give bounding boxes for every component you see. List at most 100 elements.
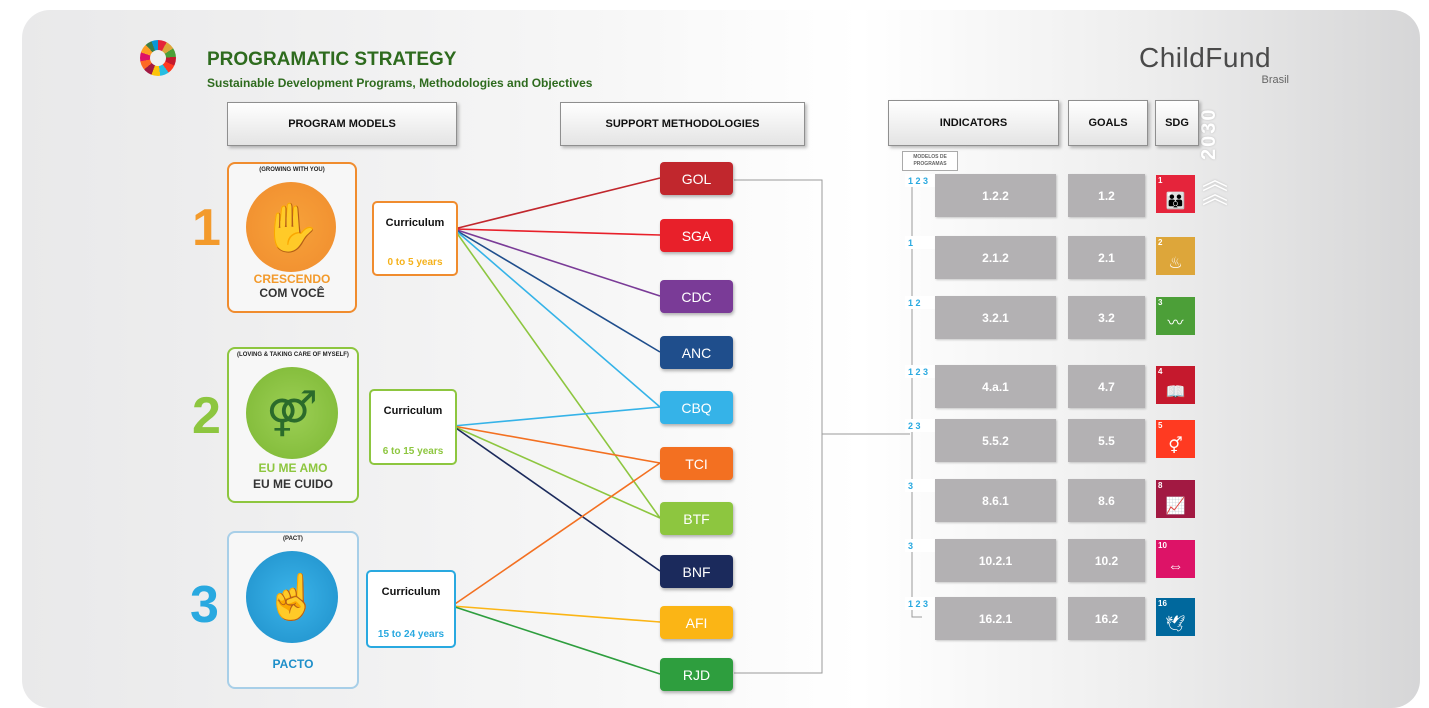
sdg-3-tile: 3〰: [1156, 297, 1195, 335]
dove-icon: 🕊: [1165, 616, 1186, 633]
program-number-1: 1: [192, 199, 221, 257]
growth-chart-icon: 📈: [1165, 498, 1186, 515]
header-support-methodologies: SUPPORT METHODOLOGIES: [560, 102, 805, 146]
program-name-line1: EU ME AMO: [258, 461, 328, 475]
indicator-value: 4.a.1: [935, 365, 1056, 408]
program-name-line2: COM VOCÊ: [259, 286, 325, 300]
slide: PROGRAMATIC STRATEGY Sustainable Develop…: [22, 10, 1420, 708]
curriculum-box-3: Curriculum 15 to 24 years: [366, 570, 456, 648]
connector-line: [451, 605, 661, 623]
goal-value: 4.7: [1068, 365, 1145, 408]
sdg-10-tile: 10⇔: [1156, 540, 1195, 578]
curriculum-age: 15 to 24 years: [377, 629, 445, 640]
sdg-1-tile: 1👪: [1156, 175, 1195, 213]
connector-lines: [451, 177, 922, 675]
connector-line: [452, 425, 661, 519]
program-tag: (LOVING & TAKING CARE OF MYSELF): [237, 352, 349, 358]
connector-line: [453, 228, 661, 408]
sdg-8-tile: 8📈: [1156, 480, 1195, 518]
brand-subname: Brasil: [1261, 74, 1289, 86]
connector-line: [452, 406, 661, 427]
program-tag: (GROWING WITH YOU): [259, 167, 325, 173]
connector-line: [451, 462, 661, 607]
indicator-value: 5.5.2: [935, 419, 1056, 462]
models-caption: MODELOS DE PROGRAMAS: [902, 151, 958, 171]
curriculum-label: Curriculum: [381, 586, 441, 598]
program-name-line2: EU ME CUIDO: [252, 477, 333, 491]
methodology-anc: ANC: [660, 336, 733, 369]
heartbeat-icon: 〰: [1167, 315, 1184, 332]
indicator-value: 1.2.2: [935, 174, 1056, 217]
goal-value: 10.2: [1068, 539, 1145, 582]
goal-value: 2.1: [1068, 236, 1145, 279]
bowl-icon: ♨: [1168, 255, 1183, 272]
sdg-number: 2: [1158, 238, 1163, 247]
curriculum-age: 0 to 5 years: [387, 257, 443, 268]
curriculum-box-1: Curriculum 0 to 5 years: [372, 201, 458, 276]
people-icon: 👪: [1165, 193, 1186, 210]
sdg-wheel-logo: [140, 40, 176, 76]
sdg-number: 5: [1158, 421, 1163, 430]
page-subtitle: Sustainable Development Programs, Method…: [207, 76, 593, 90]
pointing-hand-icon: ☝: [246, 551, 338, 643]
program-tag: (PACT): [283, 536, 303, 542]
curriculum-label: Curriculum: [383, 405, 443, 417]
page-title: PROGRAMATIC STRATEGY: [207, 49, 457, 70]
connector-line: [453, 177, 661, 230]
brand-name: ChildFund: [1139, 42, 1272, 73]
program-name-line1: CRESCENDO: [253, 272, 331, 286]
sdg-number: 3: [1158, 298, 1163, 307]
hand-icon: ✋: [246, 182, 336, 272]
connector-line: [453, 228, 661, 297]
methodology-cdc: CDC: [660, 280, 733, 313]
connector-line: [452, 425, 661, 572]
curriculum-label: Curriculum: [385, 217, 445, 229]
goal-value: 1.2: [1068, 174, 1145, 217]
indicator-value: 10.2.1: [935, 539, 1056, 582]
sdg-number: 16: [1158, 599, 1167, 608]
connector-line: [453, 228, 661, 353]
program-name-line1: PACTO: [272, 657, 314, 671]
equality-icon: ⇔: [1167, 558, 1184, 575]
connector-line: [452, 425, 661, 464]
methodology-gol: GOL: [660, 162, 733, 195]
goal-value: 8.6: [1068, 479, 1145, 522]
connector-line: [451, 605, 661, 675]
sdg-number: 1: [1158, 176, 1163, 185]
methodology-btf: BTF: [660, 502, 733, 535]
header-indicators: INDICATORS: [888, 100, 1059, 146]
program-model-pacto: (PACT) ☝ PACTO: [227, 531, 359, 689]
goal-value: 5.5: [1068, 419, 1145, 462]
connector-line: [453, 228, 661, 236]
methodology-bracket: [734, 179, 922, 674]
indicator-value: 16.2.1: [935, 597, 1056, 640]
methodology-tci: TCI: [660, 447, 733, 480]
header-sdg: SDG: [1155, 100, 1199, 146]
gender-icon: ⚥: [1168, 438, 1183, 455]
gender-symbol-icon: ⚤: [246, 367, 338, 459]
header-goals: GOALS: [1068, 100, 1148, 146]
methodology-cbq: CBQ: [660, 391, 733, 424]
indicator-value: 2.1.2: [935, 236, 1056, 279]
sdg-number: 10: [1158, 541, 1167, 550]
methodology-rjd: RJD: [660, 658, 733, 691]
curriculum-box-2: Curriculum 6 to 15 years: [369, 389, 457, 465]
goal-value: 16.2: [1068, 597, 1145, 640]
sdg-16-tile: 16 🕊: [1156, 598, 1195, 636]
sdg-4-tile: 4📖: [1156, 366, 1195, 404]
program-number-3: 3: [190, 576, 219, 634]
indicator-value: 8.6.1: [935, 479, 1056, 522]
sdg-number: 4: [1158, 367, 1163, 376]
header-program-models: PROGRAM MODELS: [227, 102, 457, 146]
program-number-2: 2: [192, 387, 221, 445]
sdg-number: 8: [1158, 481, 1163, 490]
methodology-afi: AFI: [660, 606, 733, 639]
indicator-value: 3.2.1: [935, 296, 1056, 339]
connector-line: [453, 228, 661, 519]
methodology-sga: SGA: [660, 219, 733, 252]
methodology-bnf: BNF: [660, 555, 733, 588]
book-icon: 📖: [1165, 384, 1186, 401]
sdg-5-tile: 5⚥: [1156, 420, 1195, 458]
program-model-eu-me-amo: (LOVING & TAKING CARE OF MYSELF) ⚤ EU ME…: [227, 347, 359, 503]
curriculum-age: 6 to 15 years: [382, 446, 444, 457]
